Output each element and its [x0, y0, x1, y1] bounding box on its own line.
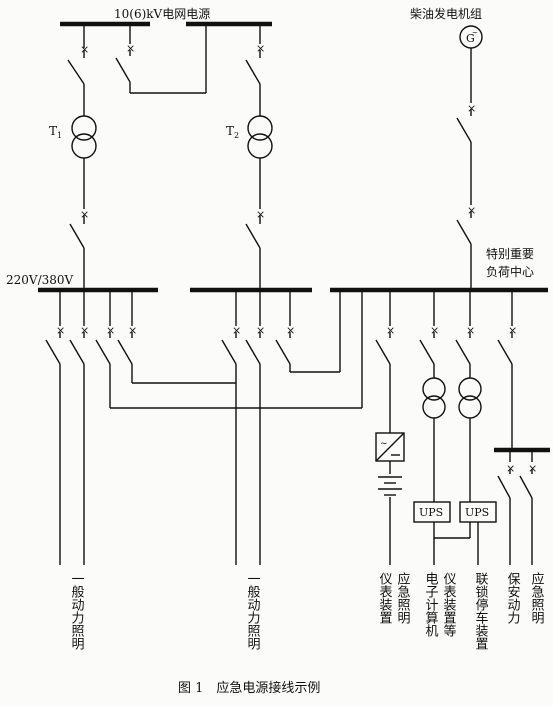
diesel-generator: 柴油发电机组 G ~ × ×	[410, 6, 483, 290]
t2-feeder: × T2 ×	[226, 24, 273, 290]
load-electronic-col1: 电子计算机	[423, 572, 439, 638]
svg-text:×: ×	[466, 324, 475, 337]
svg-text:×: ×	[467, 102, 476, 115]
svg-text:×: ×	[256, 42, 265, 55]
emergency-instrument-feeder: × ~	[361, 290, 405, 565]
source-grid-label: 10(6)kV电网电源	[114, 7, 210, 21]
svg-text:×: ×	[386, 324, 395, 337]
ups-label: UPS	[465, 506, 489, 519]
figure-caption: 图 1 应急电源接线示例	[178, 680, 320, 696]
special-load-label-2: 负荷中心	[486, 264, 534, 279]
transformer-icon	[71, 115, 97, 159]
load-security: 保安动力	[505, 572, 521, 625]
t1-hv-switch	[67, 59, 85, 85]
load-general-2: 一般动力照明	[245, 572, 261, 651]
svg-text:×: ×	[506, 462, 515, 475]
bus2-feeders: × × ×	[221, 290, 341, 565]
rectifier-icon: ~	[375, 432, 405, 462]
t1-lv-switch	[69, 223, 85, 249]
transformer-icon	[247, 115, 273, 159]
svg-text:×: ×	[128, 324, 137, 337]
ups-box	[413, 501, 451, 523]
svg-text:×: ×	[232, 324, 241, 337]
breaker-mark: ×	[80, 43, 89, 56]
lv-bus-label: 220V/380V	[6, 273, 74, 287]
ups-label: UPS	[419, 506, 443, 519]
hv-bus-tie: ×	[115, 24, 207, 94]
t1-feeder: × T1 ×	[49, 24, 97, 290]
svg-text:~: ~	[472, 29, 478, 37]
diesel-label: 柴油发电机组	[410, 6, 482, 21]
load-instruments-col1: 仪表装置	[377, 572, 393, 624]
generator-icon: G ~	[459, 25, 483, 49]
svg-text:×: ×	[256, 208, 265, 221]
load-interlock: 联锁停车装置	[473, 572, 489, 650]
svg-text:G: G	[466, 32, 475, 45]
load-instruments-col2: 应急照明	[395, 571, 411, 625]
bus1-feeders: × × × ×	[45, 290, 362, 565]
transformer-icon	[422, 377, 446, 419]
svg-text:×: ×	[56, 324, 65, 337]
svg-text:×: ×	[80, 324, 89, 337]
svg-text:×: ×	[256, 324, 265, 337]
t1-label: T1	[49, 124, 62, 140]
svg-text:×: ×	[286, 324, 295, 337]
svg-text:×: ×	[508, 324, 517, 337]
svg-text:×: ×	[528, 462, 537, 475]
svg-text:×: ×	[430, 324, 439, 337]
transformer-icon	[458, 377, 482, 419]
battery-icon	[378, 476, 402, 496]
interlock-feeder: × UPS	[434, 290, 497, 565]
load-general-1: 一般动力照明	[69, 572, 85, 651]
svg-text:~: ~	[380, 439, 388, 449]
security-bus-feeder: × × ×	[494, 290, 550, 565]
svg-text:×: ×	[467, 204, 476, 217]
electronic-feeder: × UPS	[413, 290, 451, 565]
load-emergency-light: 应急照明	[529, 571, 545, 625]
special-load-label-1: 特别重要	[486, 246, 534, 261]
t2-label: T2	[226, 124, 239, 140]
svg-text:×: ×	[106, 324, 115, 337]
svg-text:×: ×	[126, 42, 135, 55]
load-electronic-col2: 仪表装置等	[441, 572, 457, 637]
breaker-mark: ×	[80, 208, 89, 221]
